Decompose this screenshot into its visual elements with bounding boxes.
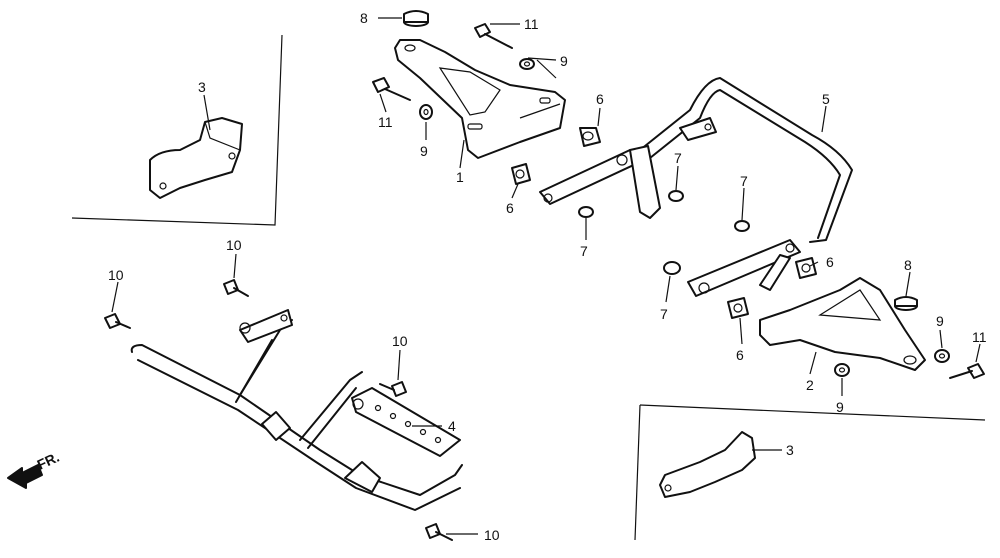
bolt-10-left — [104, 313, 131, 329]
callout-8-right: 8 — [904, 257, 912, 273]
callout-8-top: 8 — [360, 10, 368, 26]
callout-9-left: 9 — [420, 143, 428, 159]
callout-7-right: 7 — [674, 150, 682, 166]
callout-7-mid: 7 — [580, 243, 588, 259]
callout-6-top: 6 — [596, 91, 604, 107]
collar-7-lower — [663, 261, 681, 275]
bolt-11-top — [474, 23, 513, 49]
callout-3-upper: 3 — [198, 79, 206, 95]
bolt-11-left — [372, 77, 411, 101]
part-5-carrier-frame — [539, 77, 853, 297]
callout-10-bottom: 10 — [484, 527, 500, 543]
callout-10-right: 10 — [392, 333, 408, 349]
callout-6-lower: 6 — [736, 347, 744, 363]
bolt-10-right — [379, 381, 407, 397]
callout-10-left: 10 — [108, 267, 124, 283]
washer-9-right — [934, 349, 950, 363]
callout-7-lower: 7 — [660, 306, 668, 322]
part-1-bracket — [394, 39, 566, 159]
callout-10-top: 10 — [226, 237, 242, 253]
grommet-6-left — [511, 163, 531, 185]
washer-9-top — [519, 58, 535, 70]
part-2-bracket — [759, 277, 926, 371]
collar-7-mid — [578, 206, 594, 218]
bolt-10-bottom — [425, 523, 453, 541]
grommet-6-right — [795, 257, 817, 279]
rubber-cap-8-right — [894, 296, 918, 311]
callout-9-right: 9 — [936, 313, 944, 329]
callout-9-top: 9 — [560, 53, 568, 69]
bolt-10-top — [223, 279, 249, 297]
bolt-11-right — [949, 363, 985, 379]
callout-3-lower: 3 — [786, 442, 794, 458]
inset-frame-right-top — [639, 404, 986, 421]
part-3-bracket-lower — [659, 431, 756, 498]
front-direction-label: FR. — [35, 449, 62, 473]
part-4-lower-carrier — [130, 309, 463, 511]
callout-4: 4 — [448, 418, 456, 434]
washer-9-bottom — [834, 363, 850, 377]
grommet-6-upper — [579, 127, 601, 147]
inset-frame-left — [71, 34, 283, 226]
collar-7-right — [668, 190, 684, 202]
callout-6-right: 6 — [826, 254, 834, 270]
callout-11-left: 11 — [378, 114, 393, 130]
rubber-cap-8-top — [403, 10, 429, 27]
callout-11-top: 11 — [524, 16, 539, 32]
callout-9-bottom: 9 — [836, 399, 844, 415]
callout-2: 2 — [806, 377, 814, 393]
front-direction-arrow-icon — [7, 464, 43, 489]
washer-9-left — [419, 104, 433, 120]
inset-frame-right-side — [634, 404, 641, 541]
callout-7-upper-right: 7 — [740, 173, 748, 189]
callout-11-right: 11 — [972, 329, 987, 345]
grommet-6-lower — [727, 297, 749, 319]
callout-6-left: 6 — [506, 200, 514, 216]
callout-1: 1 — [456, 169, 464, 185]
callout-5: 5 — [822, 91, 830, 107]
part-3-bracket-upper — [149, 117, 243, 199]
collar-7-upper-right — [734, 220, 750, 232]
